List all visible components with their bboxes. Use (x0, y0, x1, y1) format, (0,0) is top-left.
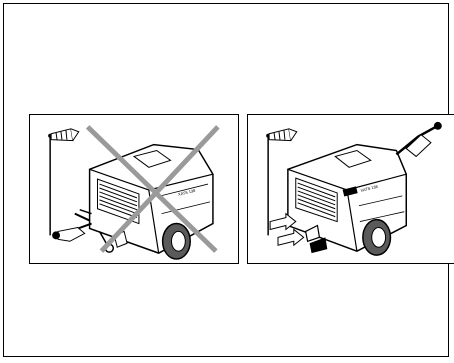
compressor-wrong-icon: XATS 138 (30, 115, 238, 263)
compressor-correct-icon: XATS 138 (248, 115, 454, 263)
figure-correct-panel: XATS 138 (247, 114, 454, 264)
figure-incorrect-panel: XATS 138 (29, 114, 239, 264)
document-frame: XATS 138 (3, 3, 449, 357)
